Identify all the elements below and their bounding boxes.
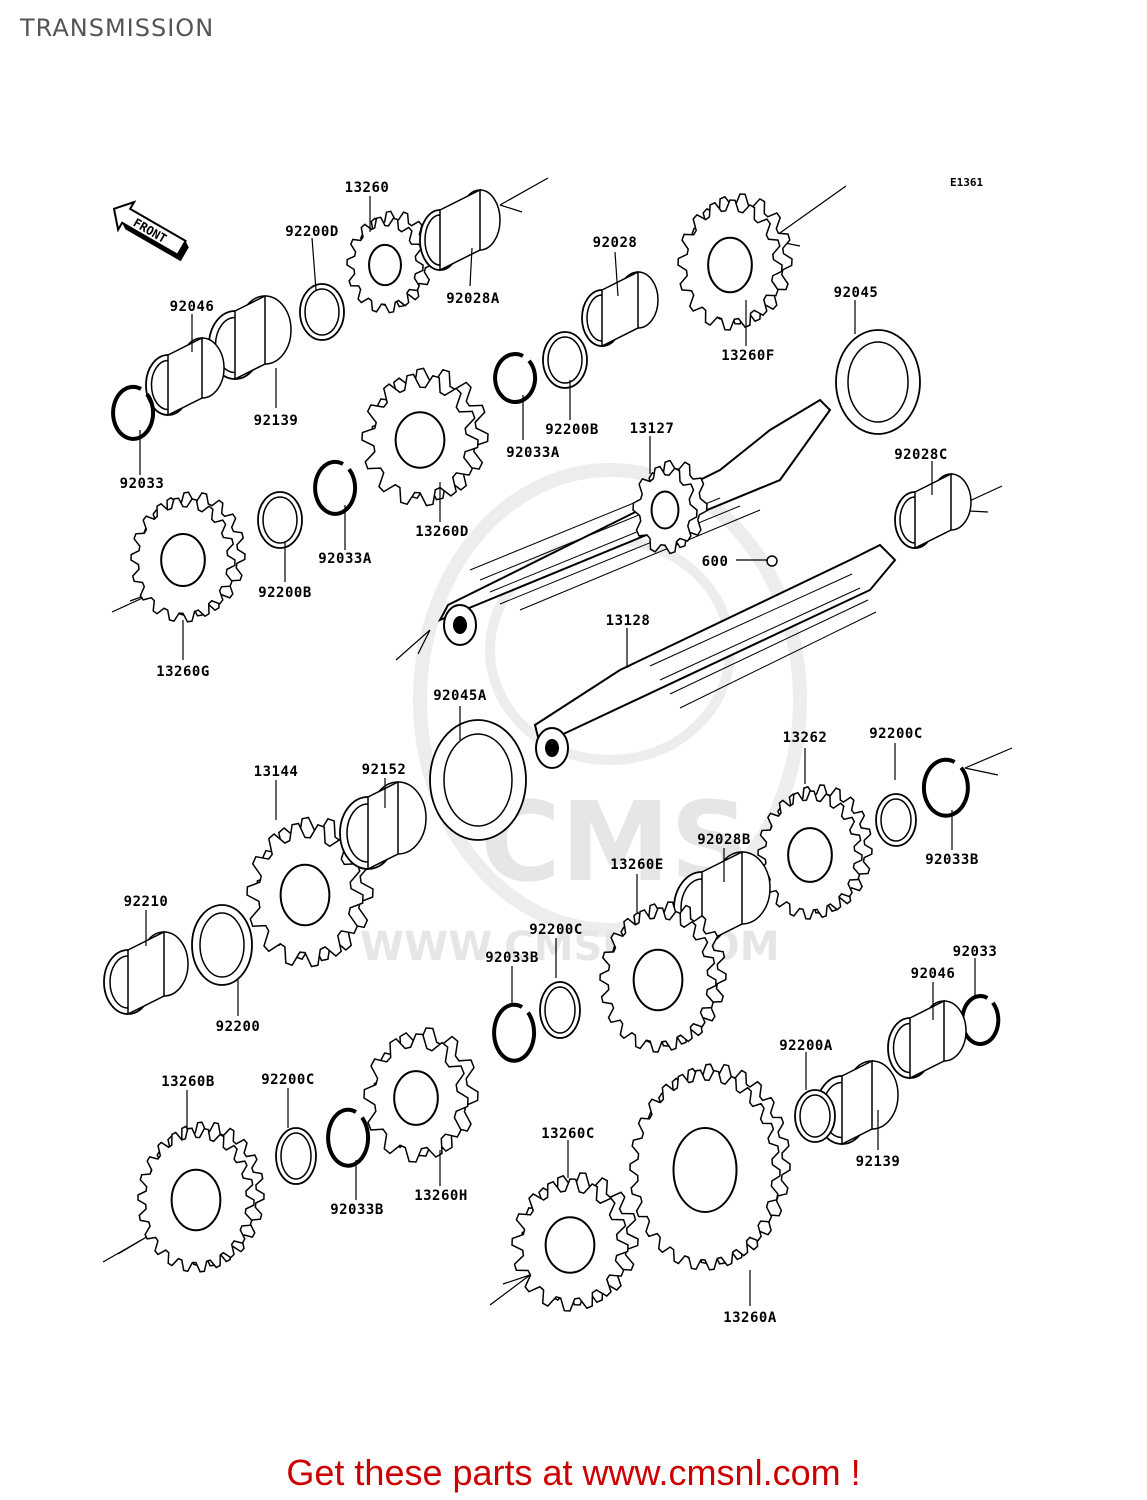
part-label[interactable]: 13262 [783,730,828,746]
part-label[interactable]: 13260B [161,1074,215,1090]
leader-lines [139,196,976,1306]
part-label[interactable]: 13127 [630,421,675,437]
part-label[interactable]: 92045A [433,688,487,704]
part-label[interactable]: 92028B [697,832,751,848]
gear-13260g-icon [130,491,246,623]
part-label[interactable]: 92033B [485,950,539,966]
circlip-92033b-3-icon [326,1107,371,1168]
part-label[interactable]: 13260C [541,1126,595,1142]
part-label[interactable]: 92200A [779,1038,833,1054]
part-label[interactable]: 92033 [120,476,165,492]
gear-13127-icon [632,459,708,555]
part-label[interactable]: 92200C [529,922,583,938]
part-label[interactable]: 92200D [285,224,339,240]
part-label[interactable]: 92139 [254,413,299,429]
circlip-92033a-2-icon [313,459,358,516]
part-label[interactable]: 92200B [545,422,599,438]
part-label[interactable]: 13260F [721,348,775,364]
washer-92200d-icon [299,283,345,341]
front-arrow-icon: FRONT [112,200,189,262]
washer-92200c-2-icon [539,981,581,1039]
part-label[interactable]: 92033 [953,944,998,960]
gear-13262-icon [757,784,873,920]
part-label[interactable]: 92200 [216,1019,261,1035]
part-label[interactable]: 92139 [856,1154,901,1170]
page-title: TRANSMISSION [20,14,215,42]
part-label[interactable]: 13260G [156,664,210,680]
part-label[interactable]: 13144 [254,764,299,780]
part-label[interactable]: 92200C [869,726,923,742]
part-label[interactable]: 92045 [834,285,879,301]
gear-13260b-icon [137,1121,265,1273]
nut-92210-icon [127,930,189,1016]
part-label[interactable]: 13260 [345,180,390,196]
part-label[interactable]: 92028A [446,291,500,307]
gear-13260d-icon [361,367,489,507]
washer-92200b-2-icon [257,491,303,549]
needle-bearing-92046-2-icon [909,999,967,1080]
bearing-92045-icon [835,329,921,435]
gear-13260e-icon [599,901,727,1053]
get-parts-link[interactable]: Get these parts at www.cmsnl.com ! [286,1452,861,1493]
needle-bearing-92046-icon [167,336,225,417]
gear-13260h-icon [363,1027,479,1163]
part-label[interactable]: 92028C [894,447,948,463]
circlip-92033-2-icon [960,994,1001,1047]
part-label[interactable]: 92200B [258,585,312,601]
bearing-92028b-icon [701,850,771,946]
part-label[interactable]: 92046 [170,299,215,315]
washer-92200c-icon [875,793,917,847]
part-label[interactable]: 92033A [506,445,560,461]
washer-92200-icon [191,904,253,986]
circlip-92033a-icon [493,352,538,405]
part-label[interactable]: 92033B [925,852,979,868]
bearing-92045a-icon [429,719,527,841]
washer-92200b-icon [542,331,588,389]
collar-92152-icon [367,780,427,871]
bushing-92028-icon [601,270,659,348]
collar-92139-icon [234,294,292,381]
washer-92200c-3-icon [275,1127,317,1185]
part-label[interactable]: 13260A [723,1310,777,1326]
part-label[interactable]: 13260E [610,857,664,873]
part-label[interactable]: 92152 [362,762,407,778]
part-label[interactable]: 92033B [330,1202,384,1218]
gear-13260f-icon [677,193,793,331]
washer-92200a-icon [794,1089,836,1143]
part-label[interactable]: 92028 [593,235,638,251]
part-label[interactable]: 13128 [606,613,651,629]
bushing-92028c-icon [914,472,972,550]
part-label[interactable]: 92210 [124,894,169,910]
bearing-92028a-icon [439,188,501,272]
counter-shaft [533,543,897,769]
part-labels: 13260 92200D 92028A 92028 92046 92139 92… [120,180,998,1326]
gear-13260-icon [346,210,434,314]
circlip-92033b-icon [921,757,970,818]
gear-13260c-icon [511,1172,639,1312]
circlip-92033-icon [111,384,156,441]
parts-diagram: CMS WWW.CMSNL.COM E1361 FRONT [102,176,1013,1326]
collar-92139-2-icon [841,1059,899,1146]
part-label[interactable]: 92200C [261,1072,315,1088]
part-label[interactable]: 13260D [415,524,469,540]
part-label[interactable]: 92033A [318,551,372,567]
part-label[interactable]: 600 [702,554,729,570]
part-label[interactable]: 92046 [911,966,956,982]
circlip-92033b-2-icon [492,1002,537,1063]
part-shapes [103,188,1001,1312]
gear-13260a-icon [629,1063,791,1271]
part-label[interactable]: 13260H [414,1188,468,1204]
diagram-code: E1361 [950,176,983,189]
